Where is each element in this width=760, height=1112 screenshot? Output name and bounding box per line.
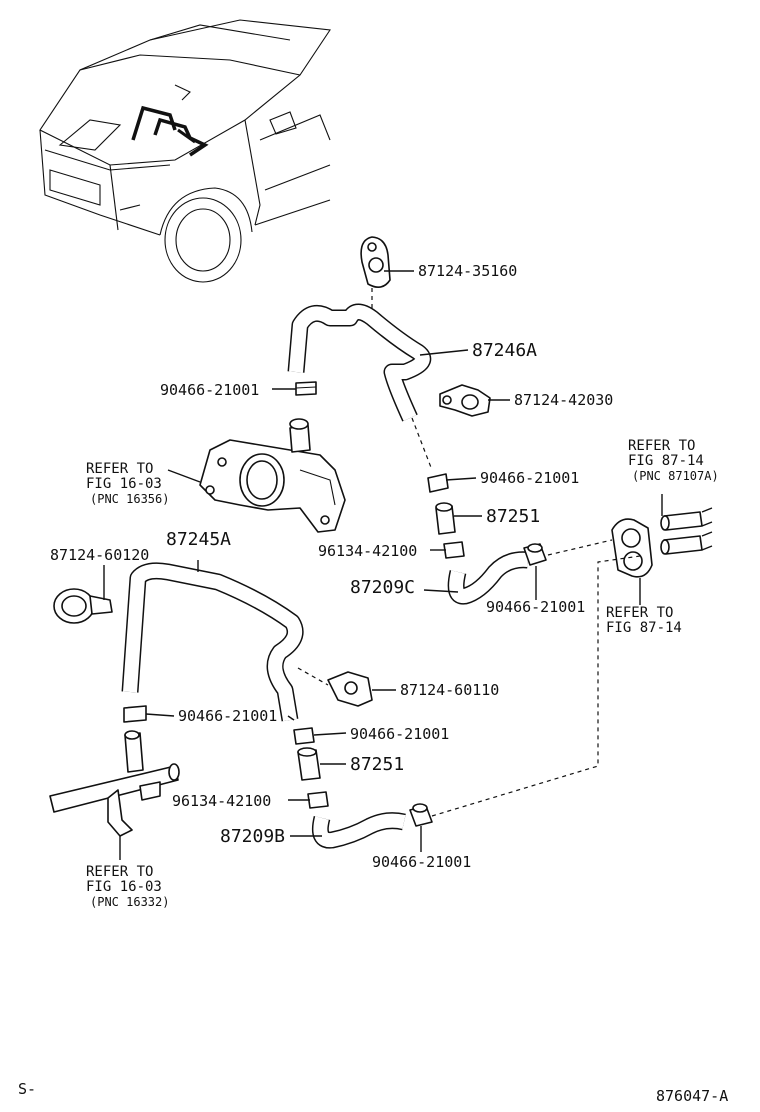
clamp-90466-lower-center: [293, 727, 315, 745]
hose-87209c: [447, 551, 529, 605]
ref-line: (PNC 87107A): [632, 469, 719, 483]
ref-line: FIG 16-03: [86, 476, 162, 492]
label-90466-21001-e: 90466-21001: [350, 725, 449, 743]
ref-line: (PNC 16356): [90, 492, 169, 506]
ref-line: REFER TO: [86, 461, 153, 477]
hose-87209b: [311, 812, 406, 849]
ref-line: FIG 16-03: [86, 879, 162, 895]
footer-diagram-id: 876047-A: [656, 1087, 728, 1105]
ref-line: FIG 87-14: [628, 453, 704, 469]
label-87246a: 87246A: [472, 340, 537, 361]
clamp-90466-lower-left: [123, 705, 147, 723]
label-90466-21001-c: 90466-21001: [486, 598, 585, 616]
clip-87124-60120: [53, 588, 113, 624]
hose-87245a: [121, 562, 304, 722]
label-87251-b: 87251: [350, 754, 404, 775]
label-87251-a: 87251: [486, 506, 540, 527]
clamp-90466-upper-left: [295, 381, 317, 396]
label-96134-42100-b: 96134-42100: [172, 792, 271, 810]
clip-87124-35160: [360, 236, 391, 288]
label-87124-42030: 87124-42030: [514, 391, 613, 409]
pipe-87251-upper: [435, 502, 456, 535]
leader-lines: [103, 270, 641, 852]
label-87124-60110: 87124-60110: [400, 681, 499, 699]
clip-87124-60110: [327, 671, 373, 707]
label-90466-21001-a: 90466-21001: [160, 381, 259, 399]
label-90466-21001-f: 90466-21001: [372, 853, 471, 871]
ref-line: REFER TO: [628, 438, 695, 454]
clamp-90466-right-lower: [409, 803, 433, 827]
pipe-87251-lower: [297, 747, 321, 781]
ref-fig87-14-lower: REFER TO FIG 87-14: [606, 605, 682, 636]
heater-pipes-fig87-14: [660, 507, 713, 555]
clamp-90466-center: [427, 473, 449, 493]
clip-87124-42030: [439, 384, 491, 417]
label-87245a: 87245A: [166, 529, 231, 550]
hose-87246a: [287, 303, 432, 422]
ref-fig16-03-lower: REFER TO FIG 16-03 (PNC 16332): [86, 864, 169, 909]
clamp-96134-lower: [307, 791, 329, 809]
engine-housing-fig16-03: [199, 418, 346, 533]
ref-line: REFER TO: [606, 605, 673, 621]
label-96134-42100-a: 96134-42100: [318, 542, 417, 560]
ref-line: (PNC 16332): [90, 895, 169, 909]
ref-line: FIG 87-14: [606, 620, 682, 636]
vehicle-illustration: [39, 19, 331, 283]
label-87124-35160: 87124-35160: [418, 262, 517, 280]
footer-left: S-: [18, 1080, 36, 1098]
clamp-96134-upper: [443, 541, 465, 559]
grommet-fig87-14: [611, 518, 653, 578]
ref-fig87-14-upper: REFER TO FIG 87-14 (PNC 87107A): [628, 438, 719, 483]
ref-fig16-03-upper: REFER TO FIG 16-03 (PNC 16356): [86, 461, 169, 506]
label-90466-21001-d: 90466-21001: [178, 707, 277, 725]
label-87209b: 87209B: [220, 826, 285, 847]
ref-line: REFER TO: [86, 864, 153, 880]
label-87209c: 87209C: [350, 577, 415, 598]
clamp-90466-right-upper: [523, 543, 547, 566]
label-90466-21001-b: 90466-21001: [480, 469, 579, 487]
label-87124-60120: 87124-60120: [50, 546, 149, 564]
water-pipe-fig16-03: [49, 730, 180, 837]
